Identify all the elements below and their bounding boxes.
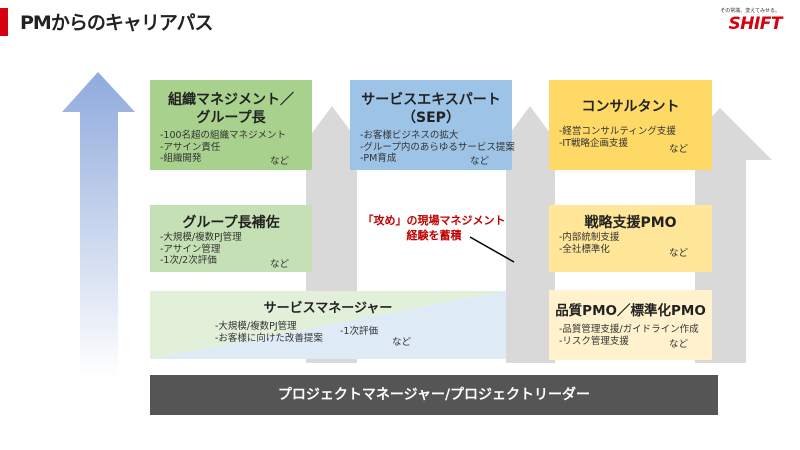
shift-logo: SHIFT xyxy=(728,14,782,34)
box-lines: -経営コンサルティング支援 -IT戦略企画支援 xyxy=(559,126,676,149)
box-title: 戦略支援PMO xyxy=(584,215,677,231)
box-etc: など xyxy=(270,259,290,270)
title-accent-bar xyxy=(0,8,8,36)
box-lines: -お客様ビジネスの拡大 -グループ内のあらゆるサービス提案 -PM育成 xyxy=(360,130,515,164)
box-sep: サービスエキスパート （SEP） -お客様ビジネスの拡大 -グループ内のあらゆる… xyxy=(350,80,515,170)
box-title: コンサルタント xyxy=(581,99,680,115)
box-title: グループ長補佐 xyxy=(182,215,280,231)
box-title: 品質PMO／標準化PMO xyxy=(555,303,706,319)
box-title: （SEP） xyxy=(402,110,460,126)
box-etc: など xyxy=(669,144,689,155)
box-lines: -内部統制支援 -全社標準化 xyxy=(559,232,620,255)
box-group-assistant: グループ長補佐 -大規模/複数PJ管理 -アサイン管理 -1次/2次評価 など xyxy=(150,205,312,272)
box-service-manager: サービスマネージャー -大規模/複数PJ管理 -お客様に向けた改善提案 -1次評… xyxy=(150,291,506,359)
box-etc: など xyxy=(270,156,290,167)
box-etc: など xyxy=(470,156,490,167)
base-role-bar: プロジェクトマネージャー/プロジェクトリーダー xyxy=(150,375,718,415)
callout-line1: 「攻め」の現場マネジメント xyxy=(362,214,506,227)
page-title: PMからのキャリアパス xyxy=(20,12,213,34)
box-etc: など xyxy=(669,248,689,259)
box-org-management: 組織マネジメント／ グループ長 -100名超の組織マネジメント -アサイン責任 … xyxy=(150,80,312,170)
box-title: 組織マネジメント／ xyxy=(168,92,294,108)
box-consultant: コンサルタント -経営コンサルティング支援 -IT戦略企画支援 など xyxy=(549,80,712,170)
growth-arrow-icon xyxy=(62,72,135,378)
box-title: グループ長 xyxy=(196,110,266,126)
box-lines: -品質管理支援/ガイドライン作成 -リスク管理支援 xyxy=(559,324,699,347)
box-extra-line: -1次評価 xyxy=(340,326,378,337)
callout-text: 「攻め」の現場マネジメント 経験を蓄積 xyxy=(354,213,514,243)
box-title: サービスマネージャー xyxy=(263,301,393,316)
box-title: サービスエキスパート xyxy=(361,92,501,108)
logo-tagline: その常識、変えてみせる。 xyxy=(720,8,780,14)
box-etc: など xyxy=(669,339,689,350)
box-etc: など xyxy=(392,337,412,348)
callout-line2: 経験を蓄積 xyxy=(406,229,462,242)
callout-line xyxy=(469,236,515,263)
box-lines: -大規模/複数PJ管理 -アサイン管理 -1次/2次評価 xyxy=(160,232,242,266)
box-lines: -大規模/複数PJ管理 -お客様に向けた改善提案 xyxy=(215,321,323,344)
box-lines: -100名超の組織マネジメント -アサイン責任 -組織開発 xyxy=(160,130,287,164)
box-quality-pmo: 品質PMO／標準化PMO -品質管理支援/ガイドライン作成 -リスク管理支援 な… xyxy=(549,290,712,360)
service-manager-bg-blue xyxy=(150,291,506,359)
box-strategy-pmo: 戦略支援PMO -内部統制支援 -全社標準化 など xyxy=(549,205,712,272)
